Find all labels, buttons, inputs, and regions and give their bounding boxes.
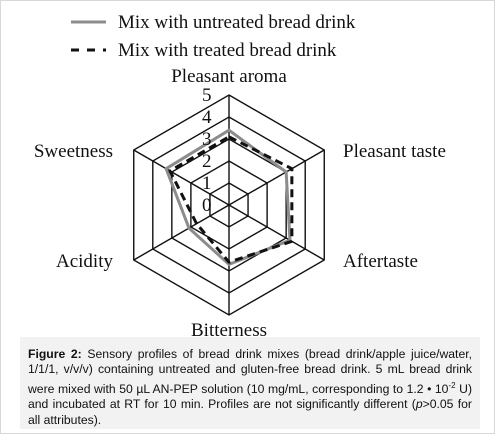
- caption-p-italic: p: [415, 397, 423, 412]
- caption-text-main: Sensory profiles of bread drink mixes (b…: [28, 347, 472, 396]
- caption-text-mid: U) and incubated at RT for 10 min. Profi…: [28, 381, 472, 412]
- axis-label-sweetness: Sweetness: [34, 141, 113, 162]
- axis-label-aftertaste: Aftertaste: [343, 251, 418, 272]
- spoke-1: [228, 149, 325, 206]
- axis-label-bitterness: Bitterness: [191, 320, 267, 336]
- radar-series: [164, 128, 294, 266]
- caption-text-end: >0.05 for all attributes).: [28, 397, 472, 427]
- spoke-5: [133, 149, 230, 206]
- scale-tick-1: 1: [202, 173, 212, 194]
- scale-tick-4: 4: [202, 107, 212, 128]
- caption-label: Figure 2:: [28, 347, 82, 361]
- figure-caption: Figure 2: Sensory profiles of bread drin…: [20, 337, 480, 429]
- legend-label-0: Mix with untreated bread drink: [118, 12, 356, 33]
- scale-tick-5: 5: [202, 85, 212, 106]
- spoke-2: [228, 204, 325, 261]
- spoke-4: [133, 204, 230, 261]
- scale-tick-3: 3: [202, 129, 212, 150]
- axis-label-pleasant-aroma: Pleasant aroma: [171, 66, 287, 87]
- radar-grid: [133, 94, 325, 316]
- axis-label-pleasant-taste: Pleasant taste: [343, 141, 446, 162]
- series-line-1: [168, 135, 294, 264]
- legend-label-1: Mix with treated bread drink: [118, 40, 337, 61]
- series-line-0: [164, 128, 292, 266]
- scale-tick-2: 2: [202, 151, 212, 172]
- axis-label-acidity: Acidity: [56, 251, 113, 272]
- caption-exponent: -2: [448, 380, 456, 390]
- scale-tick-0: 0: [202, 195, 212, 216]
